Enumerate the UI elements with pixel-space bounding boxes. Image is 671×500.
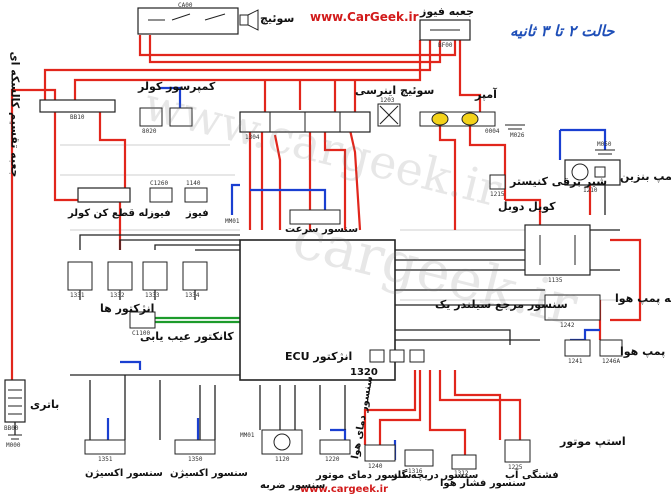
code-compressor: 8020 xyxy=(142,128,157,135)
code-fuse-box: BF00 xyxy=(438,42,453,49)
code-stepper: 1225 xyxy=(508,464,523,471)
label-fuse-1: فیوز xyxy=(148,208,171,219)
relay-row xyxy=(239,103,496,133)
code-fuse-f2: 1140 xyxy=(186,180,201,187)
top-switch xyxy=(137,7,259,35)
bottom-sensors xyxy=(84,429,531,470)
label-ammeter: آمپر xyxy=(475,88,497,101)
code-distribution: BB10 xyxy=(70,114,85,121)
label-battery: باتری xyxy=(30,398,60,411)
code-mm01: MM01 xyxy=(225,218,240,225)
label-knock-sensor: سنسور ضربه xyxy=(260,480,326,491)
label-diag-connector: کانکتور عیب یابی xyxy=(140,330,234,343)
code-air-temp: 1240 xyxy=(368,463,383,470)
footer-site-url: www.cargeek.ir xyxy=(300,484,389,495)
code-injector-2: 1332 xyxy=(110,292,125,299)
fuel-pump xyxy=(564,159,621,186)
page-title: حالت ۲ تا ۳ ثانیه xyxy=(510,22,615,40)
label-cylinder-ref-sensor: سنسور مرجع سیلندر یک xyxy=(435,298,568,311)
code-diag: C1100 xyxy=(132,330,151,337)
label-cooler-cut-relay: رله قطع کن کولر xyxy=(68,208,155,219)
ecu-box xyxy=(239,239,425,381)
code-throttle: 1316 xyxy=(408,468,423,475)
label-inertia-switch: سوئیچ اینرسی xyxy=(355,84,435,97)
speed-sensor xyxy=(289,209,341,225)
ref-sensor xyxy=(544,294,601,321)
code-knock: 1120 xyxy=(275,456,290,463)
label-fuse-box: جعبه فیوز xyxy=(420,5,475,18)
label-air-pump-relay: رله پمپ هوا xyxy=(615,292,671,305)
injectors xyxy=(67,261,208,291)
code-canister: 1215 xyxy=(490,191,505,198)
code-relay-row: 1304 xyxy=(245,134,260,141)
code-fuse-f1: C1260 xyxy=(150,180,169,187)
compressor xyxy=(139,107,193,127)
label-air-pump: پمپ هوا xyxy=(620,345,666,358)
code-air-pump: 1246A xyxy=(602,358,621,365)
code-injector-1: 1331 xyxy=(70,292,85,299)
label-speed-sensor: سنسور سرعت xyxy=(285,224,359,235)
code-m026: M026 xyxy=(510,132,525,139)
distribution-box xyxy=(39,99,116,113)
code-oxy-1: 1351 xyxy=(98,456,113,463)
label-cooler-compressor: کمپرسور کولر xyxy=(138,80,216,93)
label-map-sensor: سنسور فشار هوا xyxy=(440,478,526,489)
left-relays xyxy=(77,187,208,203)
code-injector-3: 1333 xyxy=(145,292,160,299)
code-map: 1312 xyxy=(454,470,469,477)
air-pump-relay xyxy=(564,339,623,357)
ground-symbols xyxy=(8,124,615,440)
label-fuse-2: فیوز xyxy=(186,208,209,219)
label-oxygen-sensor-1: سنسور اکسیژن xyxy=(85,468,163,479)
label-canister-valve: شیر برقی کنیستر xyxy=(510,175,608,188)
label-coolant-temp-sensor: سنسور دمای موتور xyxy=(316,470,412,481)
label-injectors: انژکتور ها xyxy=(100,302,155,315)
label-fuel-pump: پمپ بنزین xyxy=(620,170,671,183)
code-coolant: 1220 xyxy=(325,456,340,463)
label-ignition-switch: سوئیچ xyxy=(260,12,295,25)
ecu-code: 1320 xyxy=(350,367,378,378)
code-ref-sensor: 1242 xyxy=(560,322,575,329)
code-ammeter: 0004 xyxy=(485,128,500,135)
battery xyxy=(4,379,26,423)
code-injector-4: 1334 xyxy=(185,292,200,299)
diag-connector xyxy=(129,311,156,329)
fuse-box xyxy=(419,19,471,41)
label-distribution-box: جعبه تقسیم کالسکه ای xyxy=(8,51,22,178)
code-air-pump-relay: 1241 xyxy=(568,358,583,365)
code-top-switch: CA00 xyxy=(178,2,193,9)
code-m000: M000 xyxy=(6,442,21,449)
code-mm01-b: MM01 xyxy=(240,432,255,439)
label-coolant-temp-switch: فشنگی آب xyxy=(505,470,559,481)
label-throttle-sensor: سنسور دریچه گاز xyxy=(392,470,479,481)
code-battery: BB00 xyxy=(4,425,19,432)
code-oxy-2: 1350 xyxy=(188,456,203,463)
site-url: www.CarGeek.ir xyxy=(310,10,419,24)
code-pump: 1210 xyxy=(583,187,598,194)
canister-valve xyxy=(489,174,506,190)
coil xyxy=(524,224,591,276)
code-m050: M050 xyxy=(597,141,612,148)
label-oxygen-sensor-2: سنسور اکسیژن xyxy=(170,468,248,479)
label-dual-coil: کویل دوبل xyxy=(498,200,556,213)
green-wires xyxy=(155,316,240,324)
code-inertia: 1203 xyxy=(380,97,395,104)
black-wires xyxy=(14,185,620,440)
label-stepper-motor: استپ موتور xyxy=(560,435,626,448)
code-coil: 1135 xyxy=(548,277,563,284)
label-ecu: انژکتور ECU xyxy=(285,350,353,363)
